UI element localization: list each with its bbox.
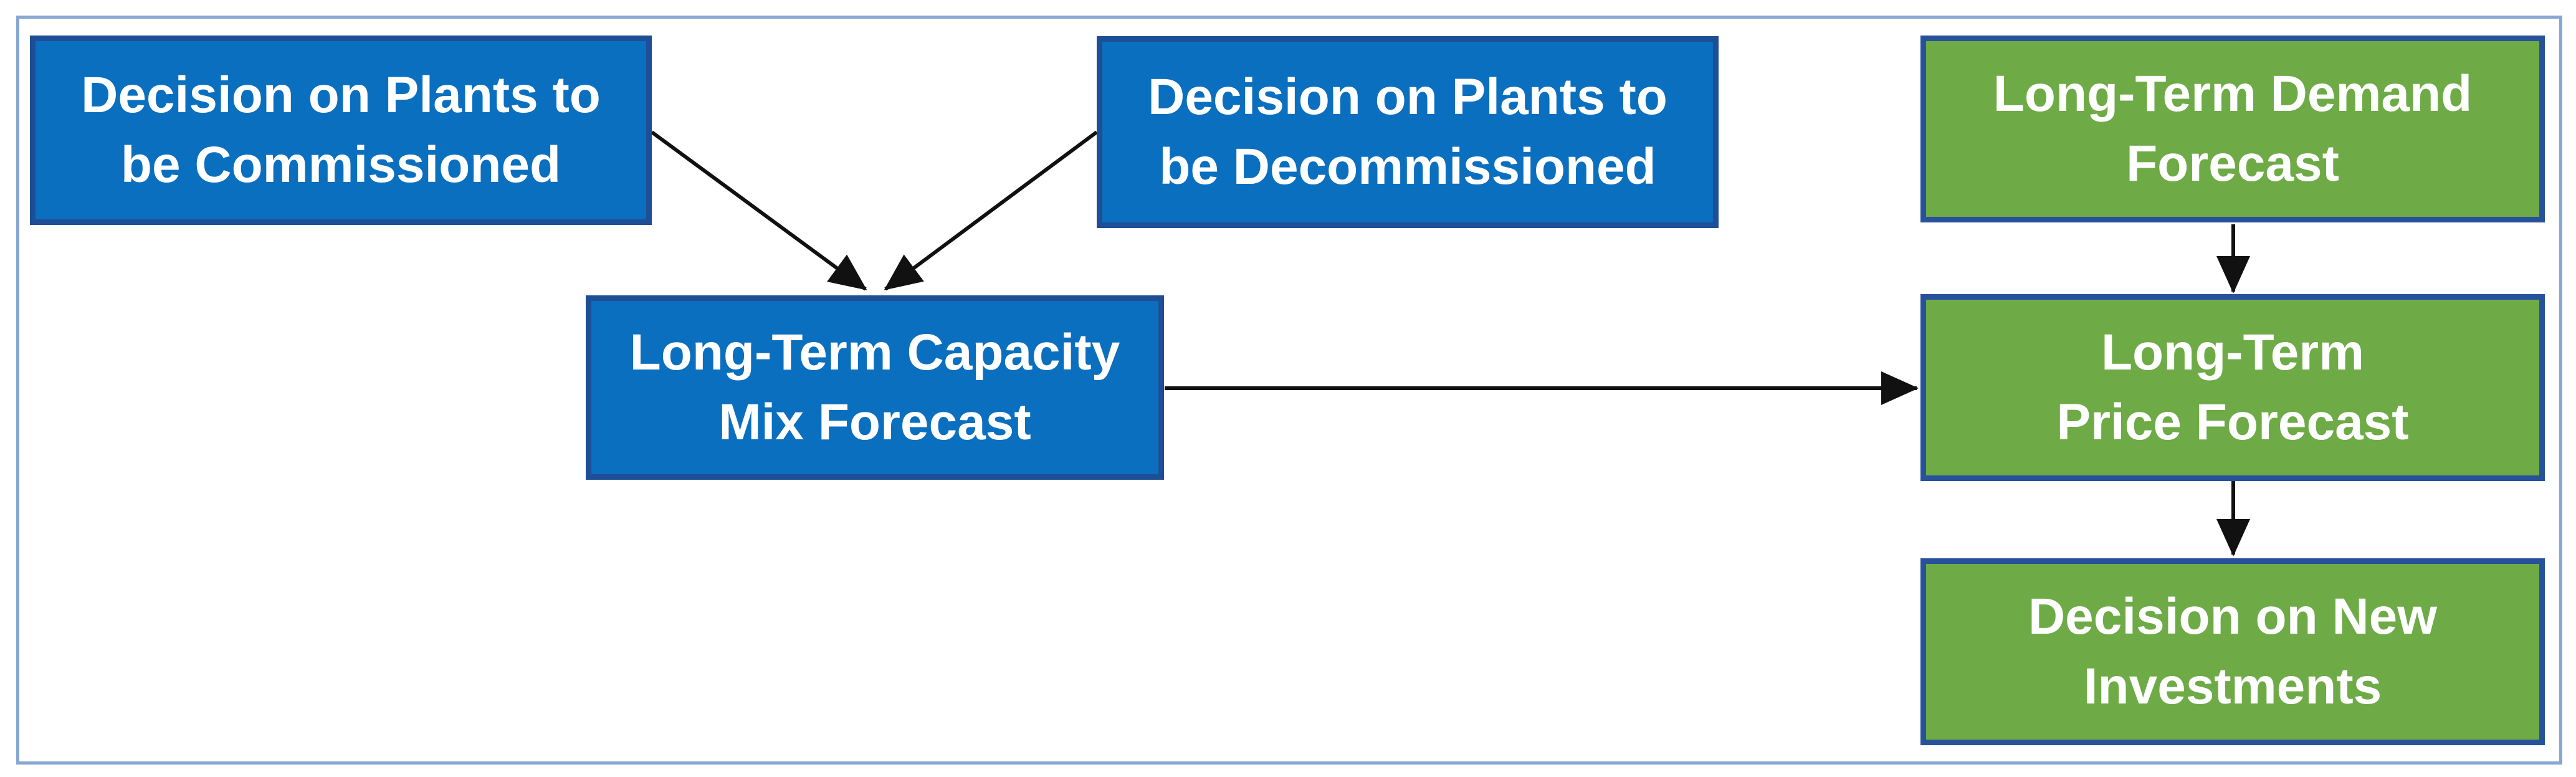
node-label-line: Price Forecast	[2056, 394, 2409, 450]
node-label-line: Long-Term	[2101, 324, 2365, 381]
node-label-line: Long-Term Demand	[1993, 65, 2473, 123]
node-long-term-price-forecast: Long-Term Price Forecast	[1920, 294, 2545, 481]
node-decision-plants-commissioned: Decision on Plants to be Commissioned	[30, 36, 652, 225]
node-label-line: be Decommissioned	[1159, 138, 1656, 195]
node-label-line: Forecast	[2126, 135, 2339, 192]
node-label-line: Decision on Plants to	[81, 67, 601, 124]
node-long-term-demand-forecast: Long-Term Demand Forecast	[1920, 36, 2545, 222]
node-label-line: Decision on New	[2028, 588, 2438, 646]
diagram-frame	[16, 16, 2562, 765]
node-label-line: be Commissioned	[120, 136, 561, 193]
node-long-term-capacity-mix-forecast: Long-Term Capacity Mix Forecast	[586, 295, 1164, 480]
node-decision-plants-decommissioned: Decision on Plants to be Decommissioned	[1097, 36, 1719, 228]
node-label-line: Mix Forecast	[718, 394, 1031, 450]
node-label-line: Long-Term Capacity	[629, 324, 1120, 381]
node-label-line: Investments	[2083, 658, 2382, 715]
node-decision-new-investments: Decision on New Investments	[1920, 558, 2545, 745]
node-label-line: Decision on Plants to	[1148, 69, 1667, 126]
